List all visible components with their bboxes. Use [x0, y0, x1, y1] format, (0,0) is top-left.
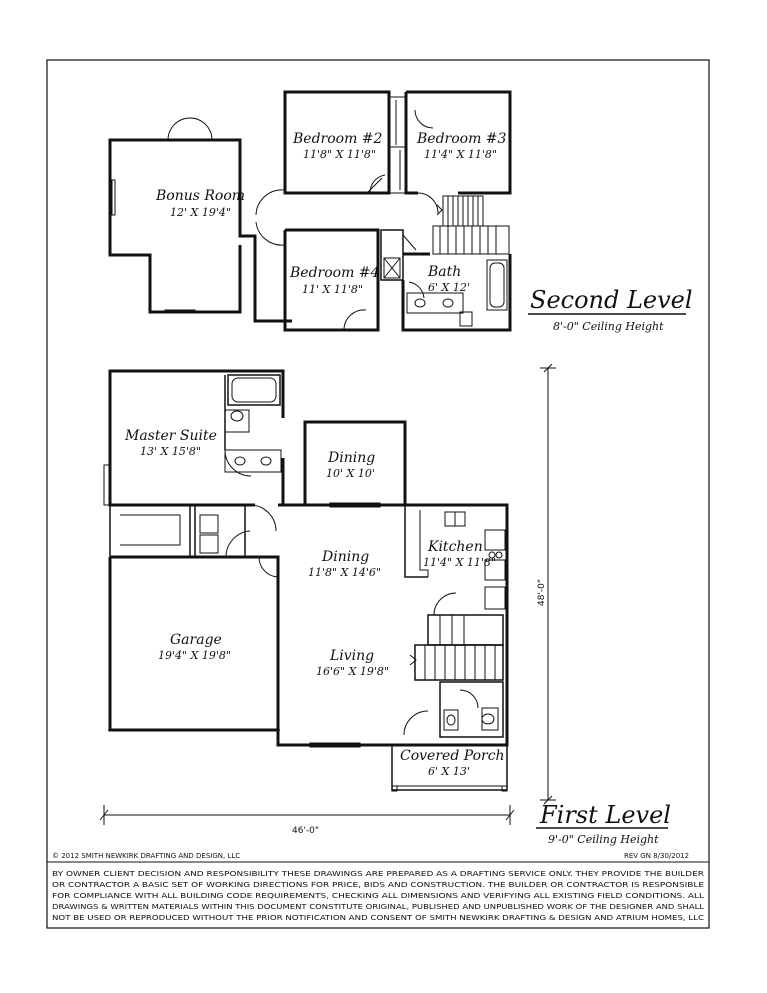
first-level-title: First Level	[539, 801, 671, 829]
room-dims-living: 16'6" X 19'8"	[316, 665, 389, 678]
bath-vanity	[406, 292, 464, 314]
room-label-dining: Dining	[321, 549, 369, 565]
bedroom-4-walls	[283, 228, 380, 332]
second-level-ceiling-height: 8'-0" Ceiling Height	[553, 320, 664, 333]
bonus-door-swing	[167, 117, 213, 141]
room-dims-bedroom-3: 11'4" X 11'8"	[424, 148, 497, 161]
room-label-bonus-room: Bonus Room	[155, 188, 245, 204]
rear-dining-walls	[303, 420, 407, 505]
master-vanity	[224, 449, 282, 473]
room-dims-bedroom-2: 11'8" X 11'8"	[303, 148, 376, 161]
room-dims-master-suite: 13' X 15'8"	[140, 445, 201, 458]
room-dims-kitchen: 11'4" X 11'8"	[423, 556, 496, 569]
room-label-kitchen: Kitchen	[427, 539, 483, 555]
second-level-plan	[108, 90, 512, 332]
kitchen-counters	[404, 505, 428, 578]
master-tub	[227, 374, 281, 406]
dimension-width-label: 46'-0"	[292, 826, 319, 836]
room-dims-bonus-room: 12' X 19'4"	[170, 206, 231, 219]
disclaimer-line-1: BY OWNER CLIENT DECISION AND RESPONSIBIL…	[52, 870, 704, 878]
room-label-bedroom-3: Bedroom #3	[416, 131, 507, 147]
second-level-stairs	[432, 195, 510, 255]
room-label-living: Living	[329, 648, 374, 664]
room-label-bedroom-4: Bedroom #4	[289, 265, 379, 281]
revision-text: REV GN 8/30/2012	[624, 852, 689, 860]
first-level-ceiling-height: 9'-0" Ceiling Height	[548, 833, 659, 846]
disclaimer-line-2: OR CONTRACTOR A BASIC SET OF WORKING DIR…	[52, 881, 704, 889]
room-dims-bath: 6' X 12'	[428, 281, 470, 294]
bonus-room-walls	[238, 201, 292, 323]
room-label-bath: Bath	[427, 264, 461, 280]
room-dims-rear-dining: 10' X 10'	[326, 467, 375, 480]
room-dims-covered-porch: 6' X 13'	[428, 765, 470, 778]
bath-walls	[401, 254, 512, 332]
covered-porch-outline	[391, 745, 508, 791]
first-level-stairs	[409, 592, 504, 681]
room-label-master-suite: Master Suite	[124, 428, 217, 444]
disclaimer-line-4: DRAWINGS & WRITTEN MATERIALS WITHIN THIS…	[52, 903, 704, 911]
bathtub	[486, 259, 508, 311]
dimension-lines	[99, 363, 556, 825]
room-label-covered-porch: Covered Porch	[400, 748, 505, 764]
room-dims-dining: 11'8" X 14'6"	[308, 566, 381, 579]
room-label-rear-dining: Dining	[327, 450, 375, 466]
sheet-border	[46, 59, 710, 929]
half-bath	[439, 681, 504, 738]
room-dims-bedroom-4: 11' X 11'8"	[302, 283, 363, 296]
bedroom-3-walls	[406, 90, 512, 195]
room-label-garage: Garage	[170, 632, 222, 648]
disclaimer-line-3: FOR COMPLIANCE WITH ALL BUILDING CODE RE…	[52, 892, 704, 900]
first-level-plan	[99, 363, 556, 825]
copyright-text: © 2012 SMITH NEWKIRK DRAFTING AND DESIGN…	[52, 852, 240, 860]
room-label-bedroom-2: Bedroom #2	[292, 131, 383, 147]
second-level-title: Second Level	[530, 286, 693, 314]
room-dims-garage: 19'4" X 19'8"	[158, 649, 231, 662]
dimension-depth-label: 48'-0"	[537, 579, 547, 606]
disclaimer-line-5: NOT BE USED OR REPRODUCED WITHOUT THE PR…	[52, 914, 704, 922]
